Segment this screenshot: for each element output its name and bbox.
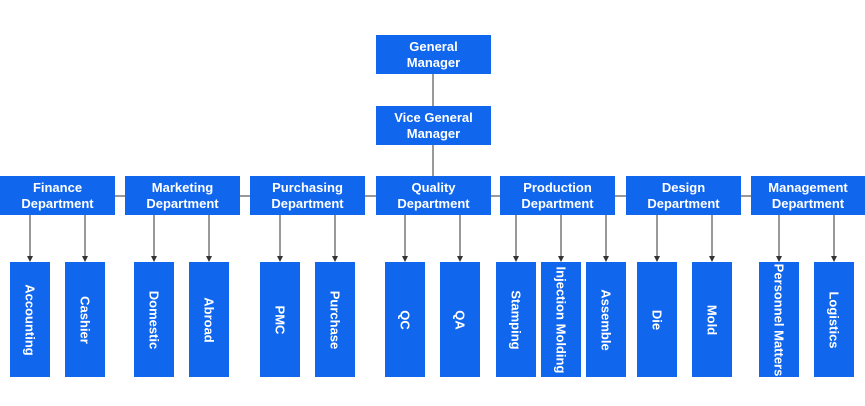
vice-general-manager-box: Vice General Manager (376, 106, 491, 145)
subunit-label: Accounting (22, 283, 38, 356)
subunit-box: Assemble (586, 262, 626, 377)
subunit-box: PMC (260, 262, 300, 377)
department-box-purchasing: Purchasing Department (250, 176, 365, 215)
arrowhead (709, 256, 715, 262)
subunit-label: Assemble (598, 288, 614, 351)
arrowhead (457, 256, 463, 262)
subunit-label: Injection Molding (553, 266, 569, 373)
department-box-design: Design Department (626, 176, 741, 215)
arrowhead (206, 256, 212, 262)
subunit-box: Purchase (315, 262, 355, 377)
department-box-finance: Finance Department (0, 176, 115, 215)
subunit-label: QC (397, 309, 413, 330)
arrowhead (151, 256, 157, 262)
subunit-box: Mold (692, 262, 732, 377)
arrowhead (402, 256, 408, 262)
subunit-label: Personnel Matters (771, 263, 787, 376)
subunit-box: Personnel Matters (759, 262, 799, 377)
subunit-box: Stamping (496, 262, 536, 377)
department-box-quality: Quality Department (376, 176, 491, 215)
subunit-label: Cashier (77, 295, 93, 344)
arrowhead (831, 256, 837, 262)
arrowhead (654, 256, 660, 262)
subunit-box: Cashier (65, 262, 105, 377)
arrowhead (776, 256, 782, 262)
arrowhead (332, 256, 338, 262)
subunit-box: QC (385, 262, 425, 377)
subunit-label: QA (452, 309, 468, 330)
subunit-label: PMC (272, 305, 288, 334)
department-box-management: Management Department (751, 176, 865, 215)
department-box-production: Production Department (500, 176, 615, 215)
subunit-box: Injection Molding (541, 262, 581, 377)
subunit-box: Accounting (10, 262, 50, 377)
subunit-box: Die (637, 262, 677, 377)
arrowhead (558, 256, 564, 262)
subunit-box: Domestic (134, 262, 174, 377)
subunit-label: Stamping (508, 289, 524, 350)
subunit-label: Logistics (826, 290, 842, 349)
arrowhead (513, 256, 519, 262)
arrowhead (277, 256, 283, 262)
arrowhead (82, 256, 88, 262)
subunit-box: Abroad (189, 262, 229, 377)
subunit-label: Domestic (146, 290, 162, 349)
subunit-label: Die (649, 309, 665, 330)
arrowhead (27, 256, 33, 262)
subunit-box: QA (440, 262, 480, 377)
department-box-marketing: Marketing Department (125, 176, 240, 215)
subunit-label: Purchase (327, 290, 343, 349)
subunit-label: Abroad (201, 296, 217, 343)
arrowhead (603, 256, 609, 262)
subunit-label: Mold (704, 304, 720, 335)
subunit-box: Logistics (814, 262, 854, 377)
general-manager-box: General Manager (376, 35, 491, 74)
